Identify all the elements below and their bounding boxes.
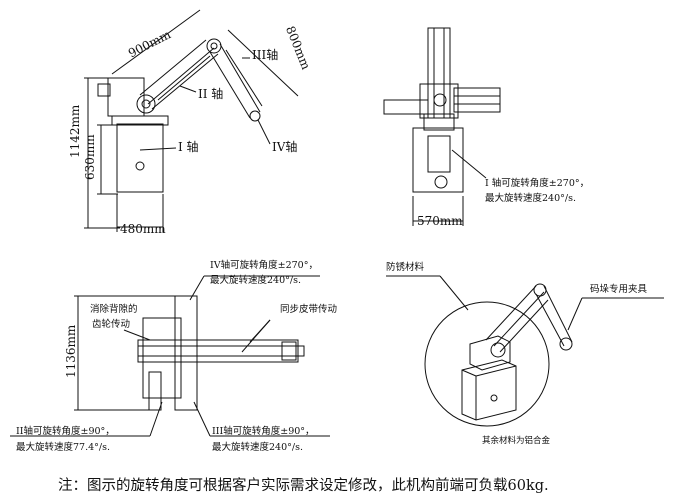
front-base — [412, 127, 464, 193]
dim-1142: 1142mm — [68, 104, 82, 158]
top-view — [10, 275, 330, 437]
top-gear-housing — [142, 317, 182, 399]
axis-4-spec-line2: 最大旋转速度240°/s. — [210, 275, 301, 286]
axis-3-spec-line1: III轴可旋转角度±90°， — [212, 426, 315, 437]
backlash-gear-label-1: 消除背隙的 — [90, 304, 138, 315]
iso-joint — [469, 335, 511, 371]
front-right-motor — [453, 87, 501, 113]
side-view — [84, 9, 299, 232]
dim-630: 630mm — [83, 134, 97, 180]
dim-570: 570mm — [417, 214, 463, 228]
axis-1-label: I 轴 — [178, 140, 199, 154]
front-joint-housing — [419, 83, 459, 119]
axis-2-spec-line1: II轴可旋转角度±90°， — [16, 426, 115, 437]
side-joint-housing — [107, 77, 145, 117]
backlash-gear-label-2: 齿轮传动 — [92, 319, 131, 330]
iso-view — [386, 275, 664, 427]
front-view — [383, 27, 501, 226]
side-elbow-joint — [206, 38, 222, 54]
dim-480: 480mm — [120, 222, 166, 236]
axis-3-label: III轴 — [252, 48, 279, 62]
axis-2-label: II 轴 — [198, 87, 224, 101]
side-joint-ii — [136, 94, 156, 114]
sync-belt-label: 同步皮带传动 — [280, 304, 338, 315]
axis-3-spec-line2: 最大旋转速度240°/s. — [212, 442, 303, 453]
side-base-hole — [135, 161, 145, 171]
axis-4-label: IV轴 — [272, 140, 298, 154]
top-column — [174, 295, 198, 411]
side-forearm — [209, 43, 263, 119]
top-horizontal-arm — [137, 339, 299, 363]
front-arm-column — [427, 27, 451, 119]
axis-4-spec-line1: IV轴可旋转角度±270°， — [210, 260, 318, 271]
side-motor-cap — [97, 83, 111, 97]
iso-base — [461, 359, 517, 421]
iso-rust-circle — [424, 301, 550, 427]
side-wrist-joint — [249, 110, 261, 122]
rust-material-label: 防锈材料 — [386, 262, 425, 273]
iso-gripper — [559, 337, 573, 351]
gripper-label: 码垛专用夹具 — [590, 284, 648, 295]
footer-note: 注：图示的旋转角度可根据客户实际需求设定修改，此机构前端可负载60kg. — [58, 478, 549, 494]
axis-2-spec-line2: 最大旋转速度77.4°/s. — [16, 442, 110, 453]
axis-1-spec-line2: 最大旋转速度240°/s. — [485, 193, 576, 204]
front-base-hole — [434, 175, 448, 189]
side-base — [116, 123, 164, 193]
front-left-motor — [383, 99, 429, 115]
aluminum-note: 其余材料为铝合金 — [482, 436, 551, 446]
side-upper-arm — [139, 39, 219, 110]
axis-1-spec-line1: I 轴可旋转角度±270°， — [485, 178, 590, 189]
dim-1136: 1136mm — [64, 324, 78, 378]
